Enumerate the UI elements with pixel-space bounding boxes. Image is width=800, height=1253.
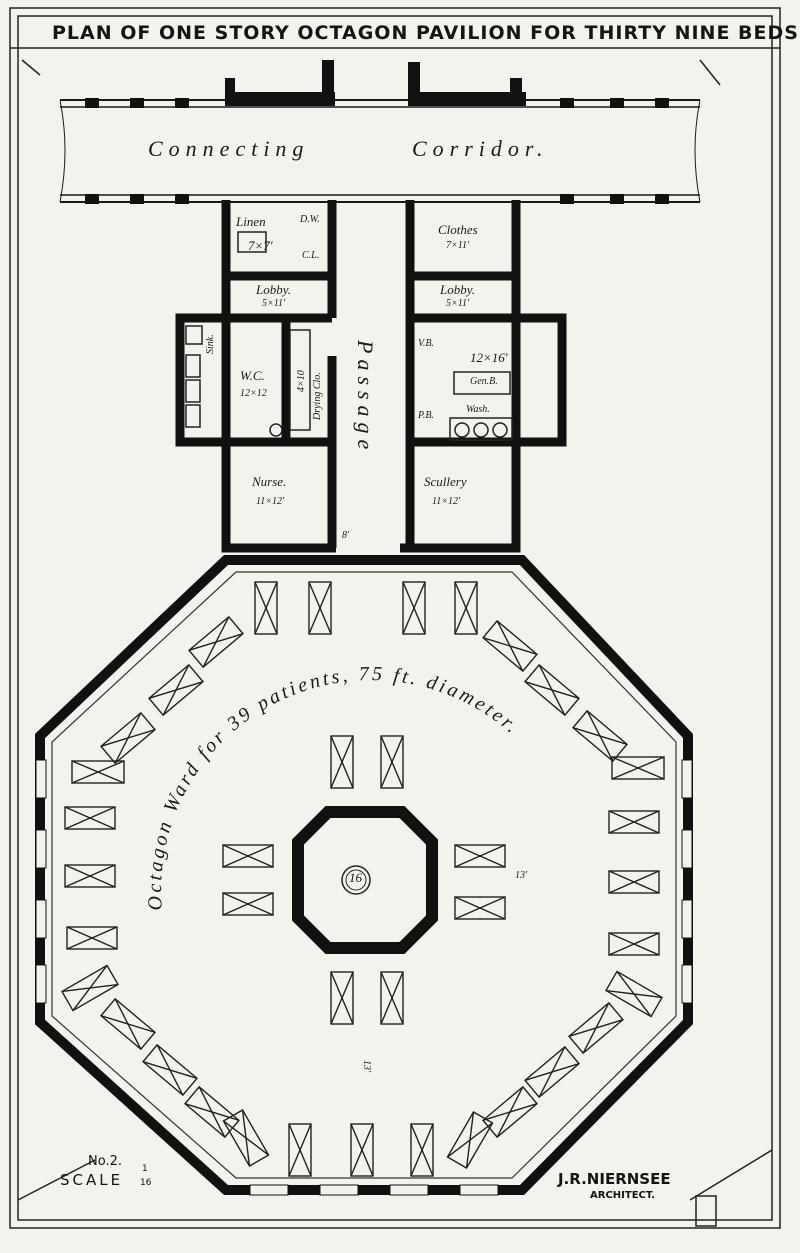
room-lobby-right-dimensions: 5×11'	[446, 298, 470, 309]
corridor-label-left: Connecting	[148, 136, 310, 161]
room-wc-dimensions: 12×12	[240, 388, 267, 399]
architect-title: ARCHITECT.	[590, 1190, 655, 1201]
bed	[142, 1043, 198, 1097]
beds	[61, 581, 665, 1177]
room-linen-dimensions: 7×7'	[248, 238, 273, 253]
fixtures	[185, 231, 513, 441]
plan-title: PLAN OF ONE STORY OCTAGON PAVILION FOR T…	[52, 22, 799, 44]
bed	[608, 932, 660, 956]
bed	[454, 581, 478, 635]
ward-bottom-dimension: 13'	[361, 1060, 372, 1073]
bed	[350, 1123, 374, 1177]
room-scullery-dimensions: 11×12'	[432, 496, 461, 507]
bed	[608, 810, 660, 834]
room-general-bath-dimensions: 12×16'	[470, 350, 508, 365]
room-scullery: Scullery	[424, 474, 467, 489]
room-nurse: Nurse.	[252, 474, 287, 489]
room-lobby-left: Lobby.	[256, 282, 292, 297]
bed	[410, 1123, 434, 1177]
bed	[61, 964, 119, 1012]
room-wash: Wash.	[466, 404, 490, 415]
bed	[482, 619, 538, 673]
connecting-corridor	[59, 60, 701, 204]
scale-denominator: 16	[140, 1178, 152, 1188]
scale-label: SCALE	[60, 1171, 124, 1189]
bed	[611, 756, 665, 780]
room-wc: W.C.	[240, 368, 265, 383]
bed	[524, 663, 580, 717]
bed	[100, 997, 156, 1051]
ward-arc-label: Octagon Ward for 39 patients, 75 ft. dia…	[144, 663, 524, 911]
room-dw: D.W.	[300, 214, 320, 225]
bed	[454, 844, 506, 868]
octagon-ward	[35, 555, 693, 1196]
room-linen: Linen	[236, 214, 266, 229]
bed	[184, 1085, 240, 1139]
room-clothes: Clothes	[438, 222, 478, 237]
bed	[454, 896, 506, 920]
bed	[71, 760, 125, 784]
bed	[66, 926, 118, 950]
bed	[524, 1045, 580, 1099]
drawing-number: No.2.	[88, 1154, 122, 1169]
service-wing-walls	[175, 200, 567, 553]
room-general-bath: Gen.B.	[470, 376, 498, 387]
bed	[188, 615, 244, 669]
bed	[572, 709, 628, 763]
bed	[288, 1123, 312, 1177]
room-lobby-left-dimensions: 5×11'	[262, 298, 286, 309]
room-nurse-dimensions: 11×12'	[256, 496, 285, 507]
passage-width: 8'	[342, 530, 350, 541]
room-pb: P.B.	[418, 410, 434, 421]
bed	[330, 735, 354, 789]
room-vb: V.B.	[418, 338, 434, 349]
scale-numerator: 1	[142, 1164, 148, 1174]
window-marks	[35, 759, 693, 1196]
bed	[568, 1001, 624, 1055]
room-cl: C.L.	[302, 250, 320, 261]
ward-side-dimension: 13'	[515, 870, 528, 881]
bed	[222, 844, 274, 868]
bed	[308, 581, 332, 635]
bed	[254, 581, 278, 635]
bed	[482, 1085, 538, 1139]
sheet-frame	[9, 7, 781, 1229]
bed	[100, 711, 156, 765]
bed	[64, 864, 116, 888]
corridor-label-right: Corridor.	[412, 136, 549, 161]
bed	[402, 581, 426, 635]
bed	[608, 870, 660, 894]
bed	[380, 971, 404, 1025]
bed	[64, 806, 116, 830]
bed	[222, 892, 274, 916]
architect-name: J.R.NIERNSEE	[558, 1170, 671, 1188]
bed	[446, 1111, 494, 1169]
central-column-number: 16	[349, 870, 362, 885]
bed	[605, 970, 663, 1018]
bed	[380, 735, 404, 789]
room-clothes-dimensions: 7×11'	[446, 240, 470, 251]
footer-frame	[17, 1149, 773, 1227]
bed	[330, 971, 354, 1025]
bed	[148, 663, 204, 717]
bed	[222, 1109, 270, 1167]
room-lobby-right: Lobby.	[440, 282, 476, 297]
